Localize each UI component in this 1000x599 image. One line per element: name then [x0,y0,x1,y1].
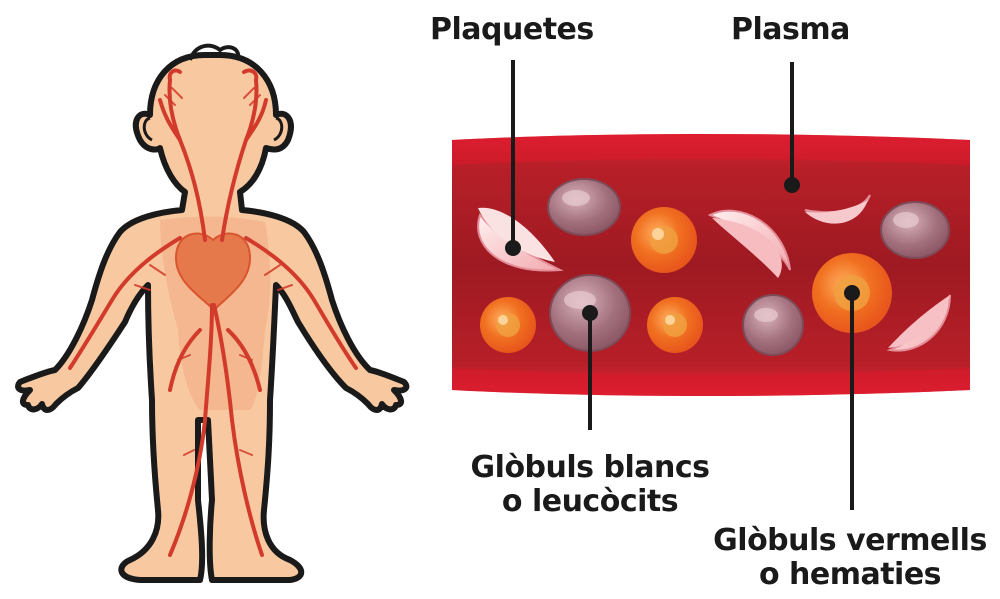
label-platelets: Plaquetes [430,12,594,48]
human-figure [18,46,406,580]
label-red-cells-line2: o hematies [700,557,1000,593]
white-blood-cell [881,202,949,258]
label-plasma: Plasma [731,12,850,48]
white-blood-cell [743,295,803,355]
leader-dot-platelets [505,240,521,256]
leader-dot-white-cells [582,305,598,321]
white-blood-cell [548,179,620,235]
label-white-cells-line1: Glòbuls blancs [440,450,740,486]
leader-dot-red-cells [844,285,860,301]
label-red-cells-line1: Glòbuls vermells [700,523,1000,559]
label-white-cells-line2: o leucòcits [440,484,740,520]
leader-dot-plasma [784,177,800,193]
blood-vessel [452,134,970,396]
